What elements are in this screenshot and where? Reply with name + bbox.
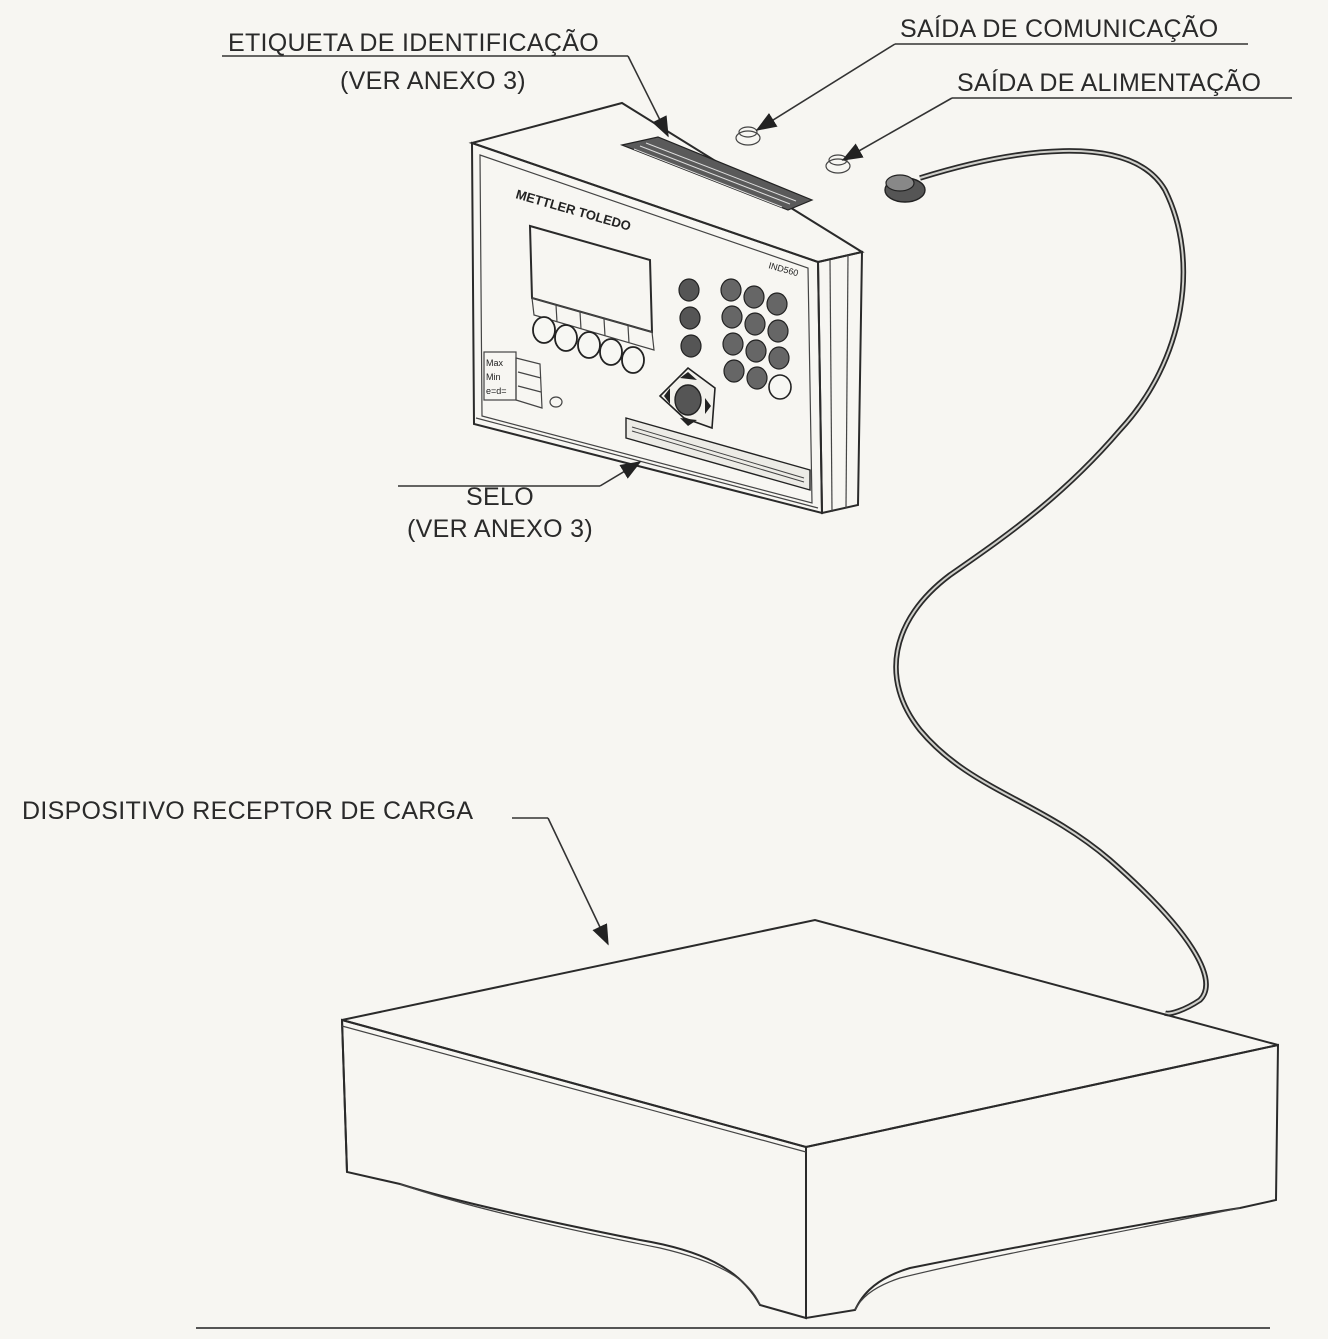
label-alimentacao: SAÍDA DE ALIMENTAÇÃO [957,69,1262,97]
display-window [528,224,654,334]
label-max: Max [486,358,504,368]
softkey-4[interactable] [599,338,623,366]
leader-comunicacao [755,43,896,131]
label-selo: SELO [466,483,534,511]
softkey-2[interactable] [554,324,578,352]
navigation-pad [658,366,716,430]
communication-port [735,126,761,146]
label-etiqueta-ref: (VER ANEXO 3) [340,67,526,95]
platform-top [341,918,1279,1149]
softkey-3[interactable] [577,331,601,359]
weighing-terminal: METTLER TOLEDO IND560 [468,101,926,515]
platform-side-face [805,1043,1280,1320]
terminal-bezel [479,154,813,504]
label-min: Min [486,372,501,382]
softkey-group [532,316,645,374]
softkey-1[interactable] [532,316,556,344]
leader-alimentacao [841,97,953,161]
load-receptor-platform [340,918,1280,1320]
capacity-label: Max Min e=d= [483,351,543,409]
seal-strip [625,417,811,491]
label-comunicacao: SAÍDA DE COMUNICAÇÃO [900,15,1219,43]
label-etiqueta: ETIQUETA DE IDENTIFICAÇÃO [228,29,599,57]
terminal-front-face [470,141,824,515]
platform-front-face [340,1018,807,1320]
symbol-icon [549,396,563,408]
enter-key[interactable] [674,384,702,416]
identification-label-plate [619,136,814,211]
leader-etiqueta [627,55,669,138]
function-keys [678,278,702,358]
numeric-keypad [720,278,792,400]
label-dispositivo: DISPOSITIVO RECEPTOR DE CARGA [22,797,474,825]
softkey-5[interactable] [621,346,645,374]
leader-dispositivo [547,817,609,946]
label-ed: e=d= [486,386,507,396]
leader-selo [599,461,642,487]
terminal-side-face [816,250,864,515]
cable-gland [884,174,926,203]
label-selo-ref: (VER ANEXO 3) [407,515,593,543]
